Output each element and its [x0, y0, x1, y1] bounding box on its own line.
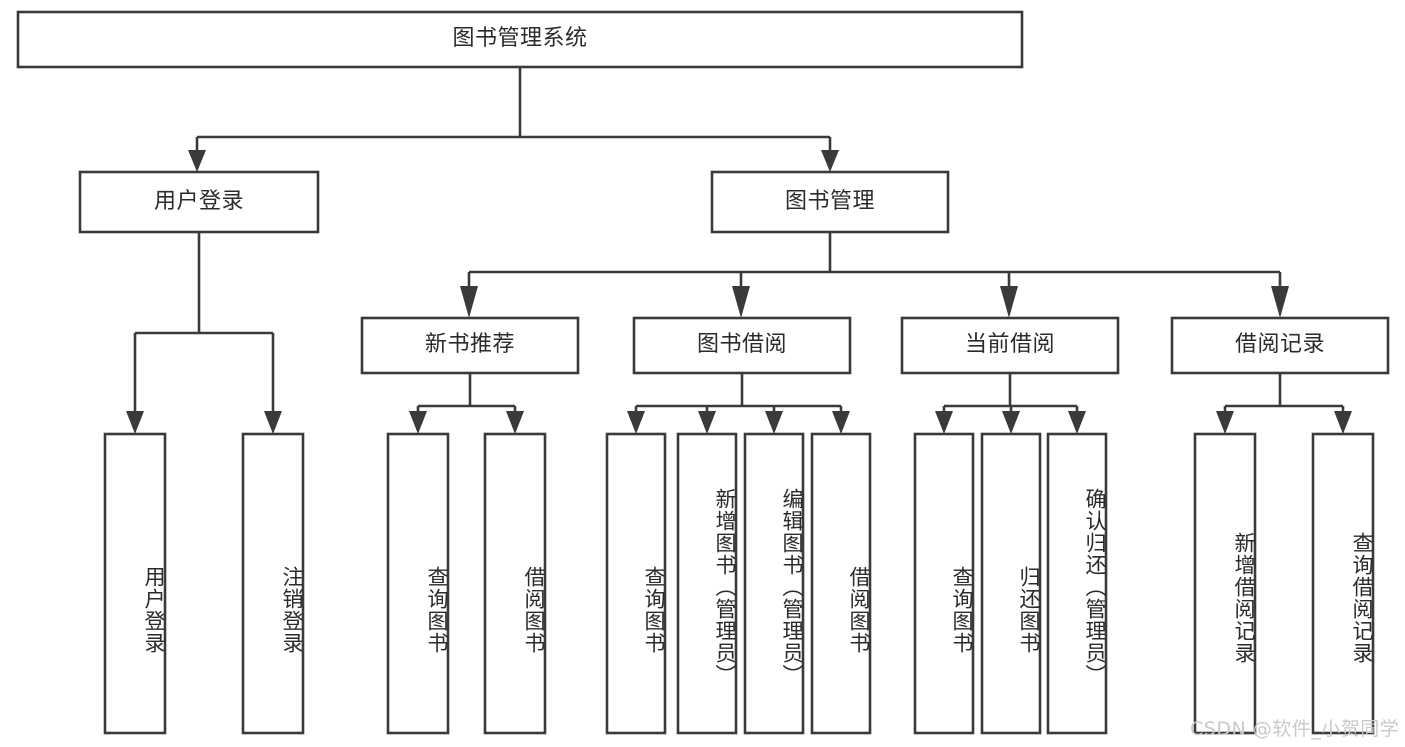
arrowhead-leaf12	[1216, 411, 1234, 434]
arrowhead-login	[188, 150, 206, 172]
node-box-leaf11[interactable]	[1046, 432, 1108, 735]
arrowhead-leaf10	[1002, 411, 1020, 434]
node-box-leaf12[interactable]	[1193, 432, 1257, 735]
node-box-leaf13[interactable]	[1311, 432, 1375, 735]
node-box-leaf9[interactable]	[913, 432, 975, 735]
arrowhead-leaf9	[935, 411, 953, 434]
node-box-current[interactable]	[900, 316, 1120, 375]
node-box-newbook[interactable]	[360, 316, 580, 375]
node-box-leaf3[interactable]	[386, 432, 450, 735]
node-box-bookmgmt[interactable]	[710, 170, 950, 234]
node-box-leaf10[interactable]	[980, 432, 1042, 735]
node-box-leaf6[interactable]	[676, 432, 738, 735]
arrowhead-leaf8	[832, 411, 850, 434]
arrowhead-leaf1	[126, 411, 144, 434]
arrowhead-leaf4	[506, 411, 524, 434]
node-box-leaf4[interactable]	[483, 432, 547, 735]
node-box-leaf5[interactable]	[605, 432, 667, 735]
arrowhead-leaf5	[627, 411, 645, 434]
arrowhead-leaf6	[698, 411, 716, 434]
arrowhead-leaf13	[1334, 411, 1352, 434]
node-box-records[interactable]	[1170, 316, 1390, 375]
node-box-leaf8[interactable]	[810, 432, 872, 735]
node-box-borrow[interactable]	[632, 316, 852, 375]
arrowhead-newbook	[460, 286, 478, 318]
arrowhead-records	[1271, 286, 1289, 318]
arrowhead-leaf11	[1068, 411, 1086, 434]
node-box-root[interactable]	[16, 10, 1024, 69]
arrowhead-borrow	[732, 286, 750, 318]
arrowhead-leaf2	[264, 411, 282, 434]
node-box-login[interactable]	[78, 170, 320, 234]
arrowhead-bookmgmt	[821, 150, 839, 172]
arrowhead-current	[1000, 286, 1018, 318]
node-box-leaf2[interactable]	[241, 432, 305, 735]
node-box-leaf1[interactable]	[103, 432, 167, 735]
arrowhead-leaf3	[409, 411, 427, 434]
node-box-leaf7[interactable]	[743, 432, 805, 735]
arrowhead-leaf7	[765, 411, 783, 434]
